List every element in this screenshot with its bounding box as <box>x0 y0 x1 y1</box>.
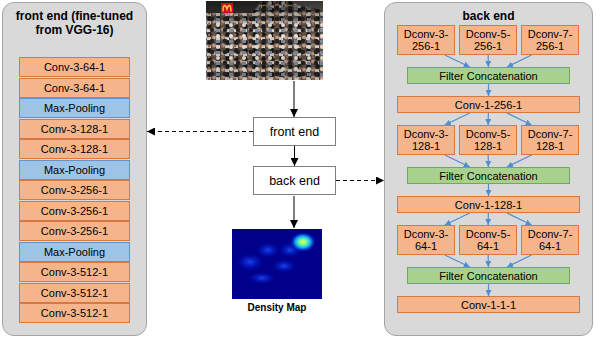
flow-arrow <box>445 55 470 67</box>
conv-layer-box: Conv-3-512-1 <box>19 283 130 303</box>
conv-layer-box: Dconv-3-256-1 <box>397 25 455 55</box>
layer-label: Dconv-3-256-1 <box>400 28 452 52</box>
crowd-photo <box>206 1 323 80</box>
conv-layer-box: Dconv-3-128-1 <box>397 125 455 155</box>
layer-label: Conv-3-256-1 <box>41 184 108 196</box>
conv-layer-box: Conv-3-256-1 <box>19 201 130 221</box>
layer-label: front end <box>270 125 319 139</box>
layer-panel: front end (fine-tuned from VGG-16) Conv-3… <box>2 2 147 336</box>
concat-box: Filter Concatenation <box>407 167 570 184</box>
layer-label: Conv-3-512-1 <box>41 287 108 299</box>
density-map <box>232 229 322 299</box>
layer-label: back end <box>269 174 320 188</box>
flow-arrow <box>294 81 295 117</box>
layer-label: Conv-3-128-1 <box>41 143 108 155</box>
layer-label: Filter Concatenation <box>439 170 537 182</box>
conv-layer-box: Conv-3-512-1 <box>19 262 130 282</box>
flow-arrow <box>445 113 470 125</box>
layer-label: Conv-3-512-1 <box>41 307 108 319</box>
layer-label: Dconv-5-128-1 <box>462 128 514 152</box>
stage-box: front end <box>253 117 336 146</box>
flow-arrow <box>488 213 489 225</box>
panel-title: back end <box>385 9 592 23</box>
layer-label: Dconv-5-256-1 <box>462 28 514 52</box>
flow-arrow <box>294 196 295 228</box>
layer-label: Filter Concatenation <box>439 270 537 282</box>
layer-label: Dconv-7-256-1 <box>524 28 576 52</box>
flow-arrow <box>488 155 489 167</box>
flow-arrow <box>488 113 489 125</box>
dashed-arrow <box>147 131 253 132</box>
layer-label: Conv-1-1-1 <box>461 299 516 311</box>
flow-arrow <box>445 155 470 167</box>
image-caption: Density Map <box>222 302 332 314</box>
layer-label: Conv-3-64-1 <box>44 61 105 73</box>
stage-box: back end <box>253 166 336 195</box>
layer-label: Max-Pooling <box>44 102 105 114</box>
dashed-arrow <box>336 180 384 181</box>
conv-layer-box: Conv-1-1-1 <box>397 296 580 313</box>
layer-label: Dconv-3-128-1 <box>400 128 452 152</box>
layer-label: Conv-3-256-1 <box>41 205 108 217</box>
concat-box: Filter Concatenation <box>407 67 570 84</box>
layer-panel: back endDconv-3-256-1Dconv-5-256-1Dconv-… <box>384 2 593 336</box>
conv-layer-box: Dconv-3-64-1 <box>397 225 455 255</box>
layer-label: Conv-3-128-1 <box>41 123 108 135</box>
layer-label: Conv-1-128-1 <box>455 199 522 211</box>
flow-arrow <box>488 255 489 267</box>
layer-label: Conv-3-64-1 <box>44 82 105 94</box>
layer-label: Conv-1-256-1 <box>455 99 522 111</box>
conv-layer-box: Conv-3-128-1 <box>19 139 130 159</box>
flow-arrow <box>507 155 532 167</box>
conv-layer-box: Conv-3-64-1 <box>19 57 130 77</box>
conv-layer-box: Dconv-5-128-1 <box>459 125 517 155</box>
conv-layer-box: Dconv-7-256-1 <box>521 25 579 55</box>
flow-arrow <box>294 146 295 166</box>
conv-layer-box: Conv-1-128-1 <box>397 196 580 213</box>
conv-layer-box: Conv-3-128-1 <box>19 119 130 139</box>
flow-arrow <box>488 55 489 67</box>
flow-arrow <box>507 55 532 67</box>
layer-label: Conv-3-256-1 <box>41 225 108 237</box>
layer-label: Dconv-3-64-1 <box>400 228 452 252</box>
layer-label: Conv-3-512-1 <box>41 266 108 278</box>
pooling-layer-box: Max-Pooling <box>19 160 130 180</box>
layer-label: Max-Pooling <box>44 246 105 258</box>
layer-label: Max-Pooling <box>44 164 105 176</box>
panel-title: front end (fine-tuned from VGG-16) <box>12 9 137 37</box>
concat-box: Filter Concatenation <box>407 267 570 284</box>
flow-arrow <box>507 113 532 125</box>
flow-arrow <box>507 255 532 267</box>
conv-layer-box: Dconv-7-128-1 <box>521 125 579 155</box>
conv-layer-box: Dconv-5-64-1 <box>459 225 517 255</box>
flow-arrow <box>445 255 470 267</box>
flow-arrow <box>488 184 489 196</box>
conv-layer-box: Conv-3-512-1 <box>19 303 130 323</box>
layer-label: Dconv-7-64-1 <box>524 228 576 252</box>
conv-layer-box: Conv-3-64-1 <box>19 78 130 98</box>
conv-layer-box: Dconv-5-256-1 <box>459 25 517 55</box>
flow-arrow <box>507 213 532 225</box>
conv-layer-box: Conv-3-256-1 <box>19 180 130 200</box>
layer-label: Dconv-5-64-1 <box>462 228 514 252</box>
pooling-layer-box: Max-Pooling <box>19 98 130 118</box>
conv-layer-box: Dconv-7-64-1 <box>521 225 579 255</box>
conv-layer-box: Conv-3-256-1 <box>19 221 130 241</box>
flow-arrow <box>488 284 489 296</box>
flow-arrow <box>445 213 470 225</box>
conv-layer-box: Conv-1-256-1 <box>397 96 580 113</box>
flow-arrow <box>488 84 489 96</box>
pooling-layer-box: Max-Pooling <box>19 242 130 262</box>
layer-label: Dconv-7-128-1 <box>524 128 576 152</box>
layer-label: Filter Concatenation <box>439 70 537 82</box>
